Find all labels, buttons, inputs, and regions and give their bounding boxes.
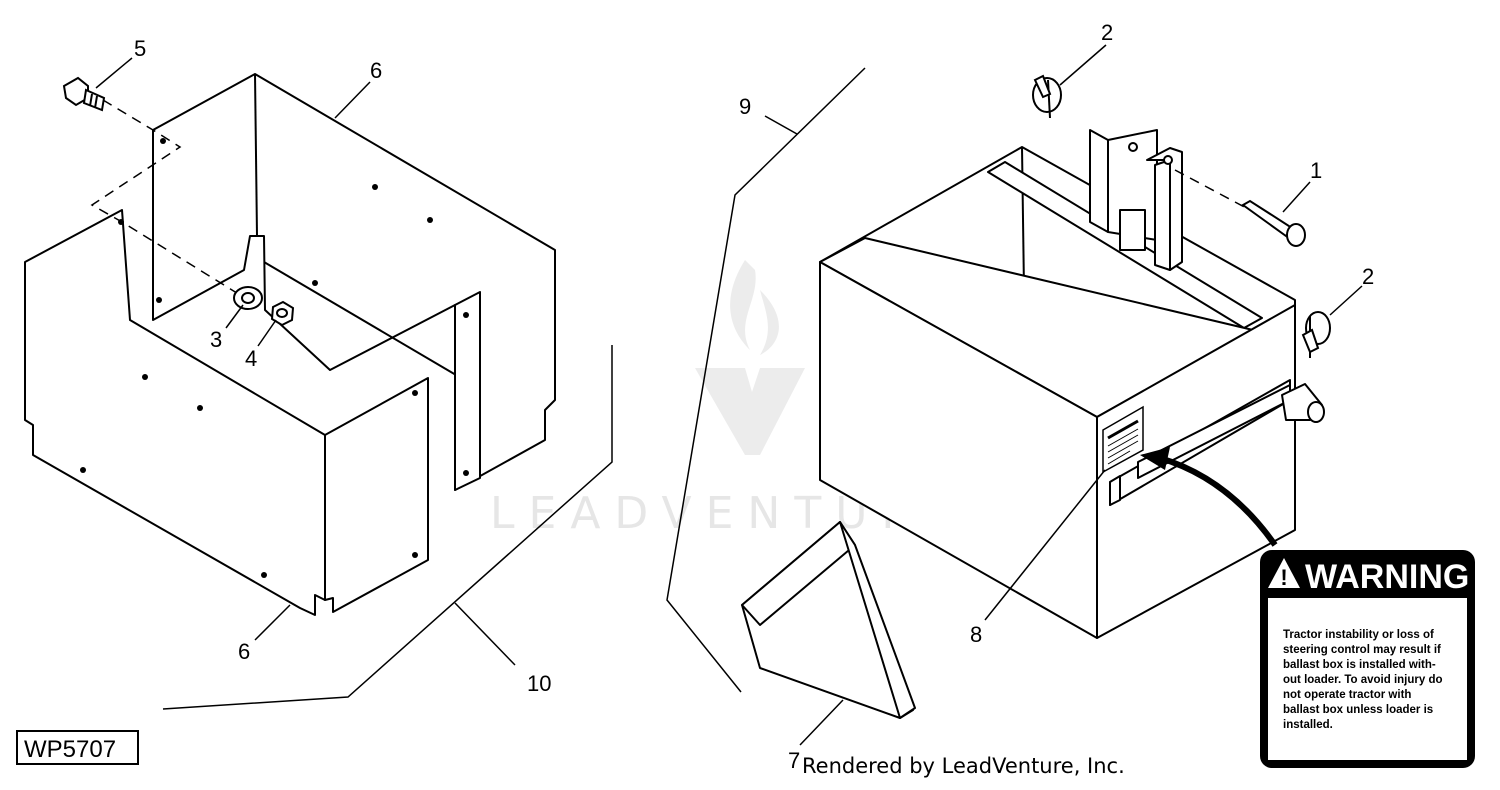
callout-3: 3 (210, 327, 222, 352)
warning-line-6: ballast box unless loader is (1283, 704, 1433, 716)
callout-8: 8 (970, 622, 982, 647)
pin-1 (1241, 199, 1306, 247)
decal-arrow (1159, 455, 1278, 547)
triangle-reflector-7 (741, 521, 916, 719)
callout-5: 5 (134, 36, 146, 61)
callout-10: 10 (527, 671, 551, 696)
outline-9 (666, 67, 866, 693)
leaders-right (799, 44, 1363, 746)
callout-6-top: 6 (370, 58, 382, 83)
warning-line-2: steering control may result if (1283, 644, 1441, 656)
lynch-pin-right (1301, 311, 1331, 358)
callout-7: 7 (788, 748, 800, 773)
ballast-box-shell (24, 73, 556, 616)
warning-line-3: ballast box is installed with- (1283, 659, 1436, 671)
ballast-box (819, 129, 1325, 639)
reference-code-box: WP5707 (16, 730, 139, 765)
warning-line-4: out loader. To avoid injury do (1283, 674, 1443, 686)
watermark-logo (695, 260, 805, 455)
lynch-pin-top (1032, 74, 1062, 119)
leaders-left (95, 57, 613, 710)
pin-axis (1174, 169, 1251, 211)
callout-4: 4 (245, 346, 257, 371)
bolt-5 (62, 76, 106, 112)
warning-decal-small (1102, 405, 1144, 474)
reference-code: WP5707 (24, 736, 116, 763)
washer-3 (233, 286, 263, 310)
callout-6-bottom: 6 (238, 639, 250, 664)
leader-9 (764, 115, 798, 135)
warning-label: ! WARNING Tractor instability or loss of… (1260, 550, 1475, 768)
svg-text:!: ! (1280, 565, 1287, 590)
decal-arrow-head (1140, 447, 1170, 470)
warning-title: WARNING (1305, 558, 1469, 596)
warning-line-1: Tractor instability or loss of (1283, 629, 1434, 641)
warning-line-7: installed. (1283, 719, 1333, 731)
assembly-dashes-left (90, 99, 246, 299)
render-credit: Rendered by LeadVenture, Inc. (802, 754, 1125, 778)
warning-line-5: not operate tractor with (1283, 689, 1411, 701)
callout-2-right: 2 (1362, 264, 1374, 289)
warning-triangle-icon (1268, 558, 1300, 588)
mast-holes (1128, 142, 1173, 165)
callout-1: 1 (1310, 158, 1322, 183)
callout-2-top: 2 (1101, 20, 1113, 45)
nut-4 (270, 300, 295, 327)
callout-9: 9 (739, 94, 751, 119)
